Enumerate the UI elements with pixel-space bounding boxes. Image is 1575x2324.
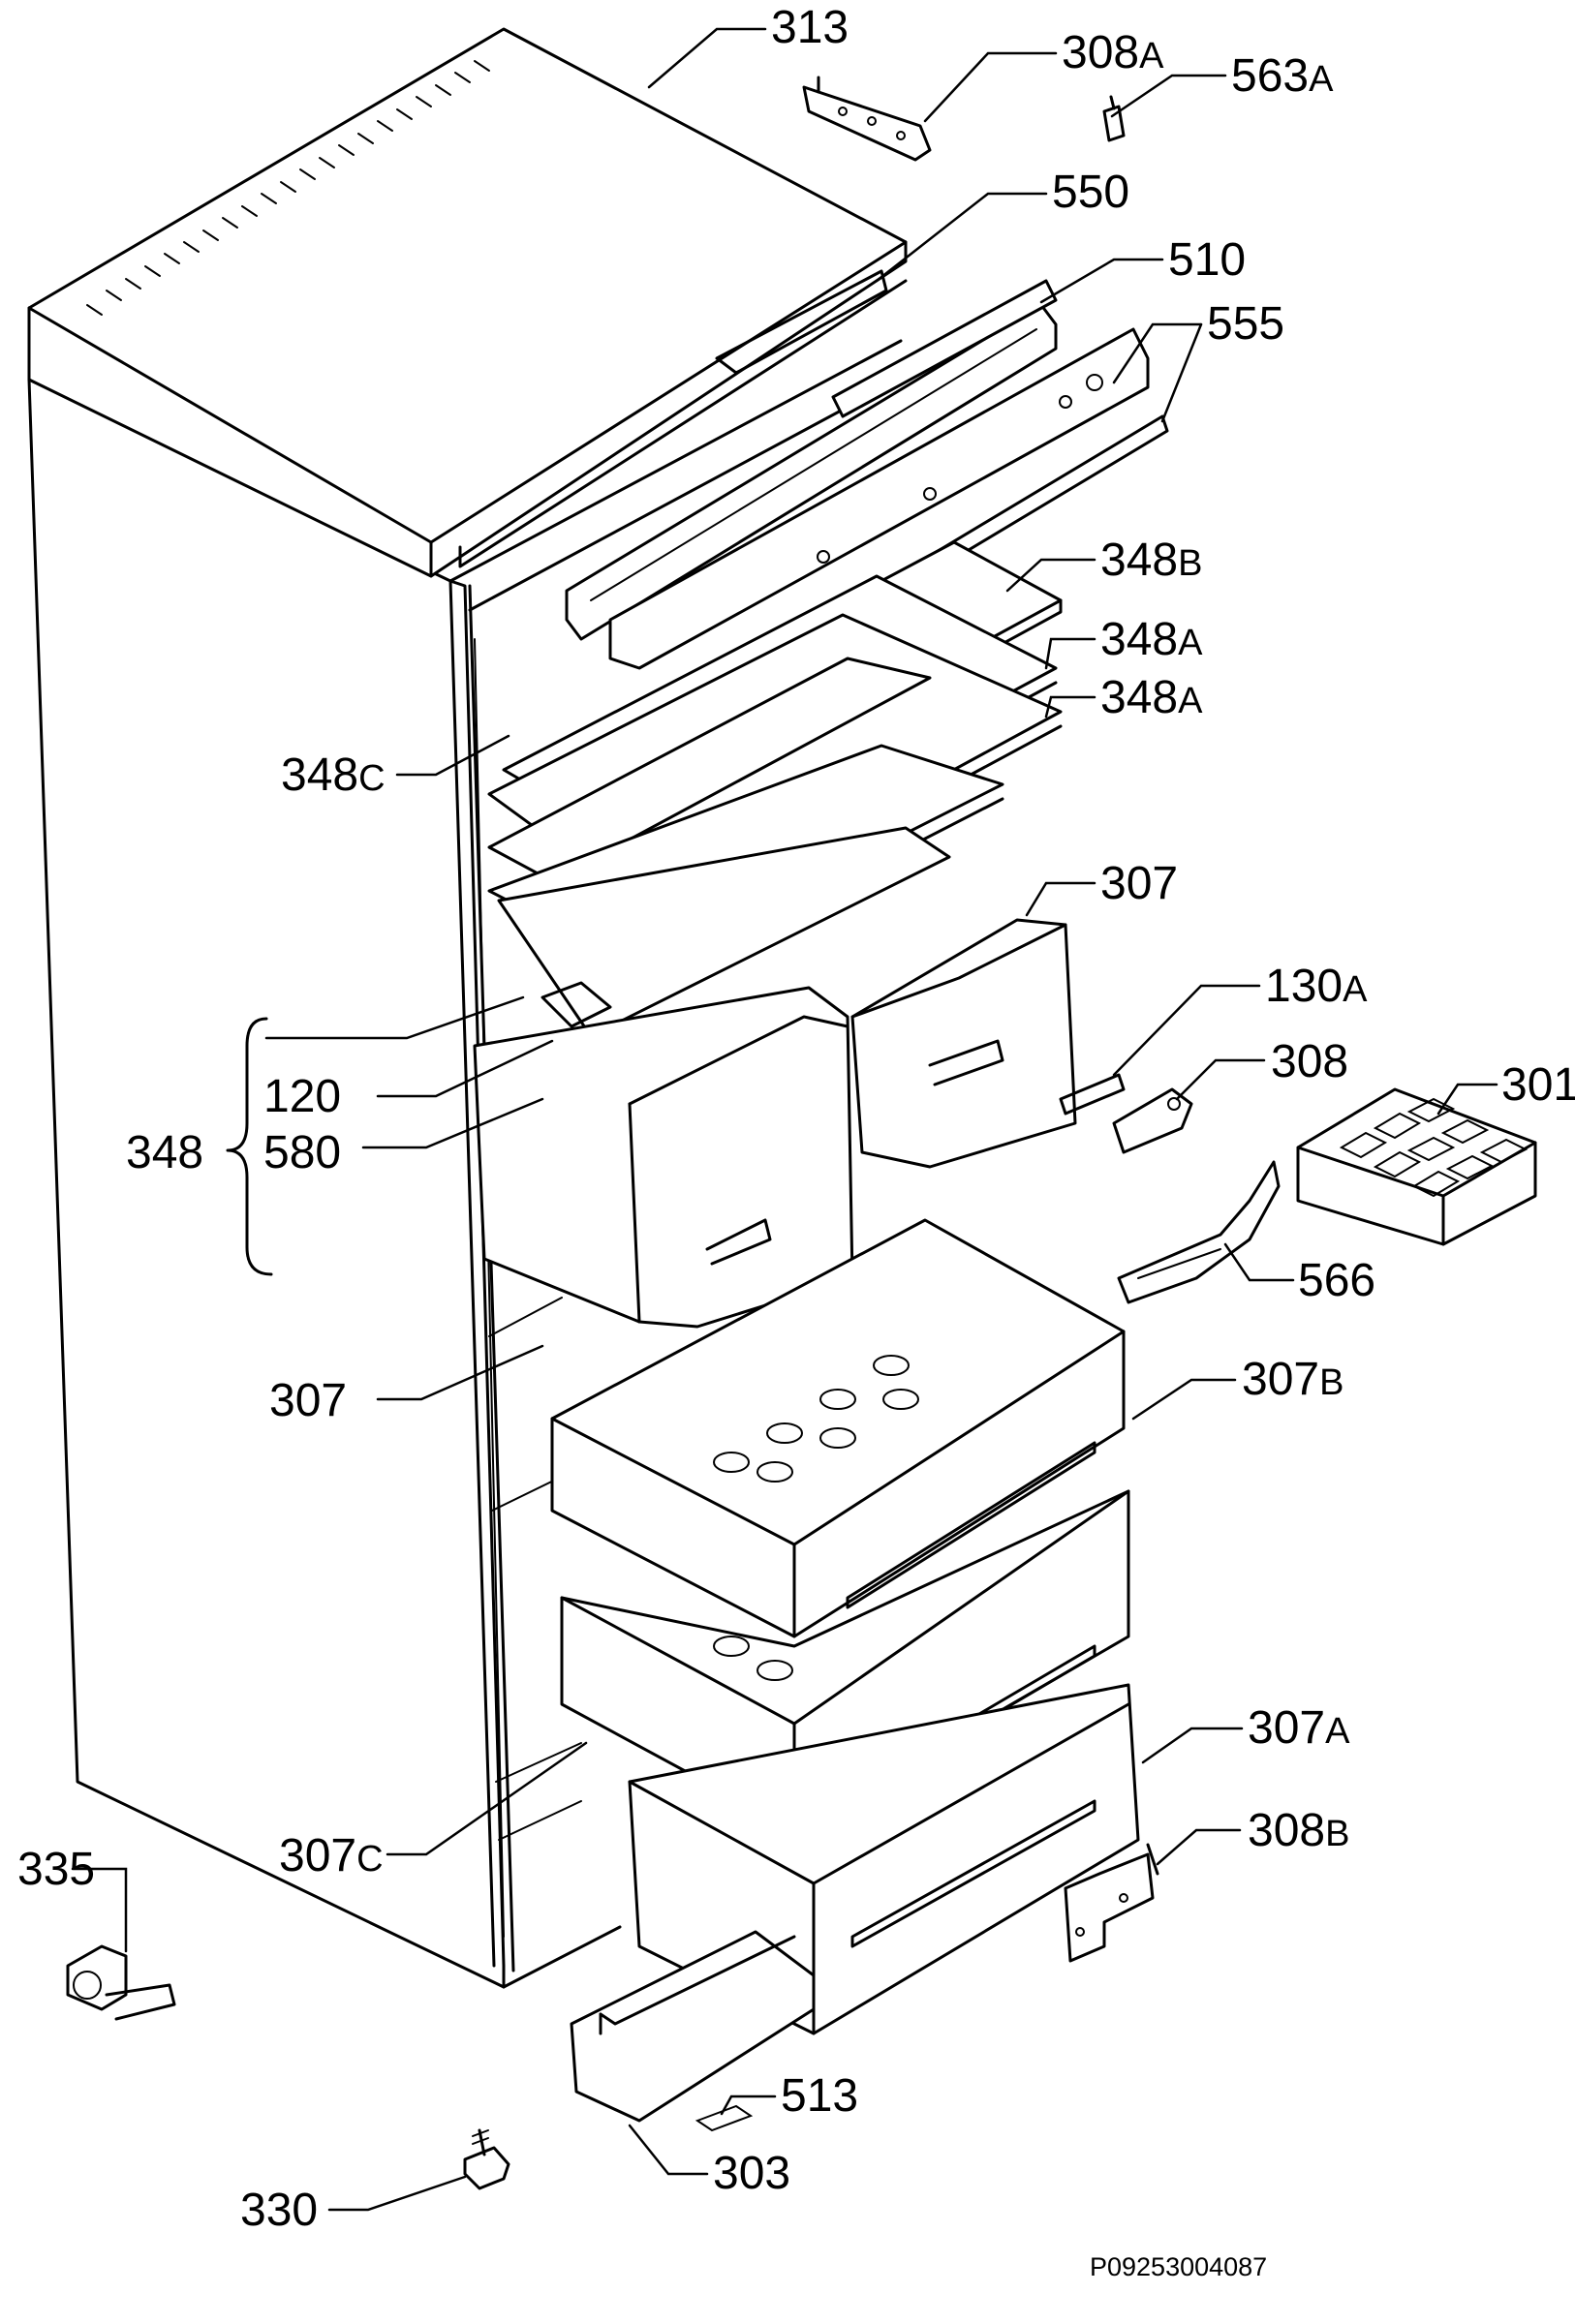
- ice-scraper-566: [1117, 1160, 1281, 1304]
- drawing-code: P09253004087: [1090, 2252, 1267, 2281]
- label-307b: 307B: [1242, 1354, 1343, 1405]
- glass-shelves: [487, 540, 1063, 1038]
- label-303: 303: [713, 2148, 790, 2199]
- label-301: 301: [1501, 1059, 1575, 1111]
- label-348a-upper: 348A: [1100, 614, 1203, 665]
- drawer-307b: [550, 1218, 1126, 1638]
- group-brace-348: [226, 1017, 273, 1276]
- label-348c: 348C: [281, 749, 386, 801]
- label-510: 510: [1168, 234, 1246, 286]
- thermostat-130a: [1059, 1073, 1126, 1116]
- cabinet-body: [27, 339, 922, 1989]
- label-130a: 130A: [1265, 961, 1368, 1012]
- label-580: 580: [263, 1127, 341, 1178]
- leader-lines: [71, 27, 1498, 2212]
- ice-tray-301: [1296, 1087, 1537, 1246]
- foot-330: [463, 2128, 510, 2190]
- hinge-308b: [1064, 1843, 1159, 1963]
- pin-563a: [1102, 95, 1126, 142]
- hinge-308: [1112, 1087, 1193, 1154]
- label-308a: 308A: [1062, 27, 1164, 78]
- label-335: 335: [17, 1844, 95, 1895]
- label-307c: 307C: [279, 1830, 384, 1881]
- top-cover: [27, 27, 908, 578]
- label-308: 308: [1271, 1036, 1348, 1087]
- label-550: 550: [1052, 167, 1129, 218]
- hinge-335: [66, 1944, 176, 2021]
- label-307a: 307A: [1248, 1702, 1350, 1754]
- freezer-baskets: [473, 918, 1077, 1329]
- part-labels: 313 308A 563A 550 510 555 348B 348A 348A…: [17, 2, 1575, 2236]
- label-308b: 308B: [1248, 1805, 1349, 1856]
- label-120: 120: [263, 1071, 341, 1122]
- label-348-group: 348: [126, 1127, 203, 1178]
- label-313: 313: [771, 2, 849, 53]
- label-330: 330: [240, 2185, 318, 2236]
- label-307-mid: 307: [269, 1375, 347, 1426]
- label-555: 555: [1207, 298, 1284, 350]
- label-563a: 563A: [1231, 50, 1334, 102]
- label-348b: 348B: [1100, 535, 1202, 586]
- label-348a-lower: 348A: [1100, 672, 1203, 723]
- hinge-308a: [802, 76, 932, 162]
- label-513: 513: [781, 2070, 858, 2122]
- label-566: 566: [1298, 1255, 1375, 1306]
- label-307-top: 307: [1100, 858, 1178, 909]
